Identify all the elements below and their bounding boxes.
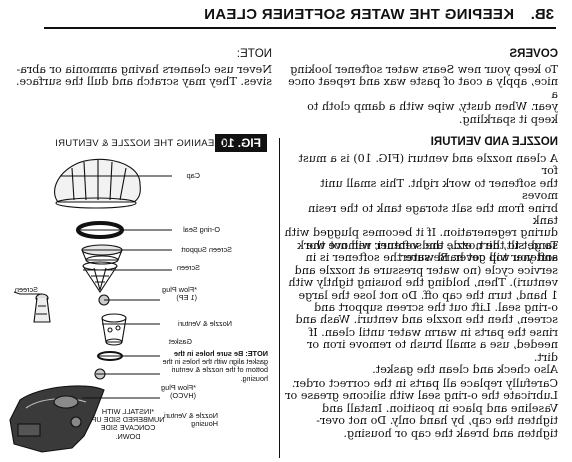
covers-paragraph: To keep your new Sears water softener lo… (288, 63, 558, 126)
label-gasket-note: NOTE: Be sure holes in the gasket align … (162, 349, 268, 383)
nozzle-heading: NOZZLE AND VENTURI (430, 136, 558, 148)
label-gasket: Gasket (168, 337, 192, 346)
screen-support-part (81, 244, 123, 265)
side-screen-part (33, 293, 51, 323)
nozzle-venturi-diagram: Cap O-ring Seal Screen Support Screen *F… (4, 152, 272, 457)
figure-caption: CLEANING THE NOZZLE & VENTURI (54, 138, 227, 149)
exploded-parts-drawing (9, 158, 172, 453)
label-housing: Nozzle & Venturi Housing (164, 411, 218, 429)
nozzle-venturi-part (101, 313, 127, 346)
cap-part (54, 158, 141, 209)
label-side-screen: Screen (14, 285, 38, 294)
label-install-note: *INSTALL WITH NUMBERED SIDE UP CONCAVE S… (91, 407, 165, 441)
label-flow-plug-2: *Flow Plug (HVCO) (161, 383, 196, 401)
section-title: KEEPING THE WATER SOFTENER CLEAN (203, 6, 514, 23)
title-rule (44, 27, 556, 29)
label-o-ring: O-ring Seal (183, 225, 220, 234)
label-flow-plug-1: *Flow Plug (1 EP) (162, 285, 197, 303)
column-divider (279, 138, 280, 458)
nozzle-paragraph-2: To get to the nozzle and venturi, remove… (288, 239, 558, 377)
label-cap: Cap (186, 171, 200, 180)
section-number: 3B. (530, 6, 554, 23)
screen-part (82, 261, 118, 294)
note-heading: NOTE: (236, 48, 272, 60)
label-screen-support: Screen Support (181, 245, 232, 254)
label-screen: Screen (176, 263, 200, 272)
label-nozzle-venturi: Nozzle & Venturi (178, 319, 232, 328)
covers-heading: COVERS (509, 48, 558, 60)
note-paragraph: Never use cleaners having ammonia or abr… (15, 63, 272, 89)
housing-part (9, 385, 105, 453)
nozzle-paragraph-3: Carefully replace all parts in the corre… (285, 377, 558, 440)
